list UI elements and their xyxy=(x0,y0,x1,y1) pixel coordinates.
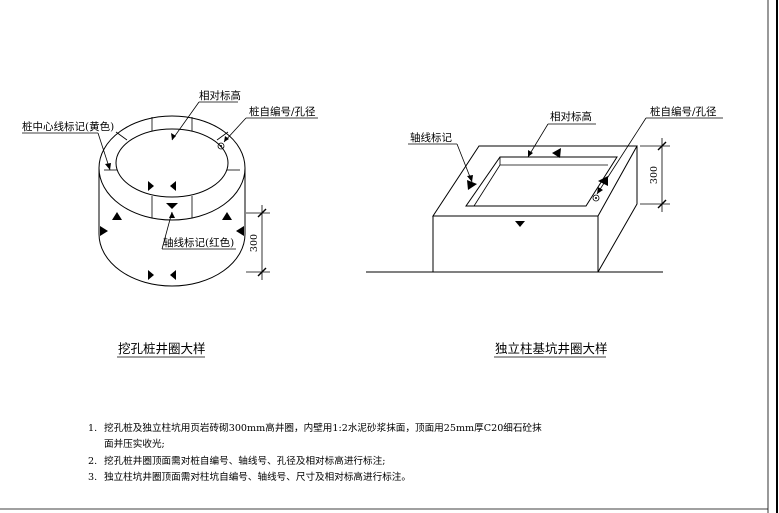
pile-well-ring-detail: 300 相对标高 桩自编号/孔径 桩中心线标记(黄色) 轴线标记(红色) 挖孔桩… xyxy=(22,89,318,358)
notes-block: 1. 挖孔桩及独立柱坑用页岩砖砌300mm高井圈，内壁用1:2水泥砂浆抹面，顶面… xyxy=(88,422,542,483)
leader-line-elevation xyxy=(527,123,549,158)
axis-mark-triangle xyxy=(598,176,608,186)
leader-arrow xyxy=(171,133,176,140)
leader-line-axis xyxy=(161,211,173,250)
center-mark-arrow xyxy=(148,270,154,280)
leader-line-pile-number xyxy=(223,117,247,143)
leader-arrow xyxy=(467,175,473,182)
title-pile-well-ring: 挖孔桩井圈大样 xyxy=(118,341,206,356)
pit-number-dot xyxy=(595,197,597,199)
axis-mark-triangle xyxy=(515,221,525,227)
pile-number-dot xyxy=(220,145,222,147)
dim-tick xyxy=(257,208,267,218)
note-number: 2. xyxy=(88,456,97,467)
center-mark-arrow xyxy=(170,270,176,280)
dimension-text: 300 xyxy=(249,234,260,252)
axis-mark-triangle xyxy=(222,212,232,220)
column-pit-ring-detail: 300 相对标高 桩自编号/孔径 轴线标记 独立柱基坑井圈大样 xyxy=(366,105,723,358)
leader-arrow xyxy=(105,163,111,170)
note-text: 挖孔桩井圈顶面需对桩自编号、轴线号、孔径及相对标高进行标注; xyxy=(104,455,385,467)
label-pile-number: 桩自编号/孔径 xyxy=(650,105,717,118)
label-axis-mark: 轴线标记 xyxy=(410,131,452,144)
label-pile-number: 桩自编号/孔径 xyxy=(249,105,316,118)
axis-mark-triangle xyxy=(552,148,561,158)
box-side-face xyxy=(597,146,638,273)
label-relative-elevation: 相对标高 xyxy=(550,110,592,123)
note-text: 面并压实收光; xyxy=(104,438,165,450)
dimension-text: 300 xyxy=(649,166,660,184)
label-relative-elevation: 相对标高 xyxy=(199,89,241,102)
center-mark-arrow xyxy=(170,181,176,191)
axis-mark-triangle xyxy=(100,226,108,236)
cylinder-body xyxy=(98,168,246,287)
dim-tick xyxy=(657,199,667,209)
leader-line-pile-number xyxy=(596,117,647,195)
note-text: 独立柱坑井圈顶面需对柱坑自编号、轴线号、尺寸及相对标高进行标注。 xyxy=(104,471,411,483)
title-column-pit-ring: 独立柱基坑井圈大样 xyxy=(495,341,608,356)
axis-mark-triangle xyxy=(236,226,244,236)
leader-arrow xyxy=(597,187,603,194)
leader-arrow xyxy=(528,150,533,157)
note-number: 1. xyxy=(88,423,97,434)
box-top-inner xyxy=(465,156,618,207)
pile-number-circle xyxy=(217,142,225,150)
axis-mark-triangle xyxy=(112,212,122,220)
label-axis-mark: 轴线标记(红色) xyxy=(163,236,234,249)
axis-mark-triangle xyxy=(467,180,477,190)
dim-tick xyxy=(257,267,267,277)
inner-hole xyxy=(115,128,229,198)
note-number: 3. xyxy=(88,472,97,483)
leader-arrow xyxy=(169,212,175,218)
label-center-line: 桩中心线标记(黄色) xyxy=(22,120,114,133)
axis-mark-triangle xyxy=(166,203,178,209)
ring-segment-line xyxy=(216,131,229,141)
inner-edge xyxy=(473,164,501,207)
outer-rim xyxy=(98,115,246,221)
leader-arrow xyxy=(224,136,229,142)
pit-number-circle xyxy=(592,194,600,202)
dim-tick xyxy=(657,141,667,151)
center-mark-arrow xyxy=(148,181,154,191)
leader-line-elevation xyxy=(171,101,200,141)
ring-segment-line xyxy=(115,131,128,141)
note-text: 挖孔桩及独立柱坑用页岩砖砌300mm高井圈，内壁用1:2水泥砂浆抹面，顶面用25… xyxy=(104,422,542,434)
